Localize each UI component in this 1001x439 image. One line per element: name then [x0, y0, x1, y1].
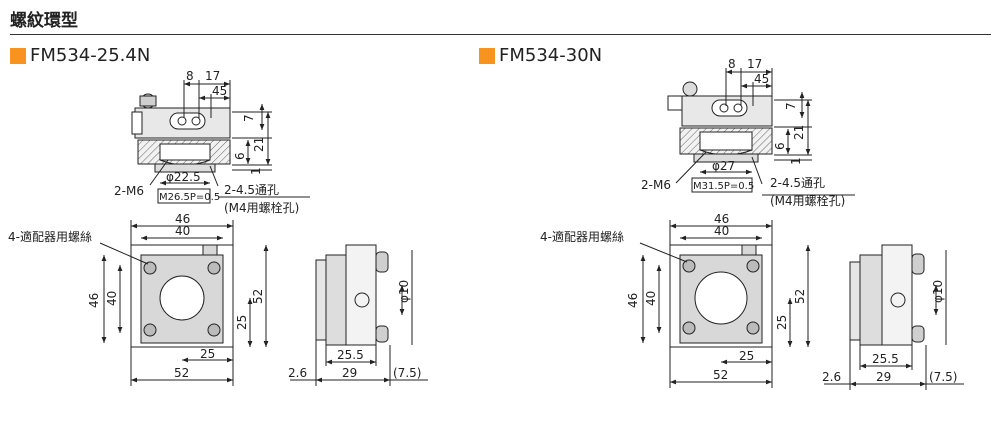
dim-phi: φ27 [712, 159, 735, 173]
dim-side-phi: φ10 [397, 280, 411, 303]
dim-side-25-5: 25.5 [872, 352, 899, 366]
top-section-view [667, 68, 855, 196]
dim-thread: M31.5P=0.5 [693, 181, 754, 192]
dim-45: 45 [754, 72, 769, 86]
model-heading-2: FM534-30N [479, 45, 602, 66]
label-hole-note: (M4用螺栓孔) [770, 193, 845, 208]
dim-front-46: 46 [175, 212, 190, 226]
dim-front-52: 52 [251, 289, 265, 304]
model-heading-1: FM534-25.4N [10, 45, 150, 66]
dim-phi: φ22.5 [166, 170, 201, 184]
dim-17: 17 [205, 69, 220, 83]
dim-7: 7 [784, 102, 798, 110]
model-1-drawing: 8 17 45 7 21 6 1 φ22.5 M26.5P=0.5 2-M6 2… [8, 69, 428, 386]
label-hole: 2-4.5通孔 [770, 176, 825, 190]
front-view [639, 220, 811, 388]
label-m6: 2-M6 [114, 184, 144, 198]
dim-front-25: 25 [235, 315, 249, 330]
section-title: 螺紋環型 [10, 11, 78, 31]
dim-45: 45 [212, 84, 227, 98]
dim-17: 17 [747, 57, 762, 71]
dim-left-40: 40 [105, 291, 119, 306]
model-name-1: FM534-25.4N [30, 45, 151, 66]
dim-6: 6 [233, 152, 247, 160]
dim-side-7-5: (7.5) [393, 366, 421, 380]
dim-8: 8 [186, 69, 194, 83]
dim-side-2-6: 2.6 [288, 366, 307, 380]
dim-side-29: 29 [876, 370, 891, 384]
dim-left-40: 40 [644, 291, 658, 306]
model-2-drawing: 8 17 45 7 21 6 1 φ27 M31.5P=0.5 2-M6 2-4… [540, 57, 964, 390]
dim-8: 8 [728, 57, 736, 71]
dim-front-25: 25 [775, 315, 789, 330]
orange-square-icon [479, 47, 495, 64]
dim-side-29: 29 [342, 366, 357, 380]
dim-thread: M26.5P=0.5 [159, 192, 220, 203]
dim-front-52: 52 [793, 289, 807, 304]
orange-square-icon [10, 47, 26, 64]
front-view [99, 220, 269, 386]
side-view [290, 244, 428, 386]
dim-left-46: 46 [626, 293, 640, 308]
top-section-view [131, 80, 310, 204]
title-divider [10, 34, 991, 35]
dim-bottom-25: 25 [200, 347, 215, 361]
label-screws: 4-適配器用螺絲 [8, 229, 92, 244]
label-m6: 2-M6 [641, 178, 671, 192]
dim-1: 1 [249, 167, 263, 175]
side-view [824, 244, 964, 390]
label-hole: 2-4.5通孔 [224, 183, 279, 197]
dim-bottom-52: 52 [713, 368, 728, 382]
dim-side-7-5: (7.5) [929, 370, 957, 384]
dim-front-46: 46 [714, 212, 729, 226]
label-hole-note: (M4用螺栓孔) [224, 200, 299, 215]
dim-7: 7 [242, 114, 256, 122]
model-name-2: FM534-30N [499, 45, 603, 66]
dim-front-40: 40 [714, 224, 729, 238]
dim-6: 6 [773, 142, 787, 150]
dim-front-40: 40 [175, 224, 190, 238]
dim-side-phi: φ10 [931, 280, 945, 303]
label-screws: 4-適配器用螺絲 [540, 229, 624, 244]
dim-side-2-6: 2.6 [822, 370, 841, 384]
dim-21: 21 [252, 137, 266, 152]
dim-1: 1 [789, 157, 803, 165]
dim-bottom-25: 25 [739, 349, 754, 363]
dim-side-25-5: 25.5 [337, 348, 364, 362]
dim-left-46: 46 [87, 293, 101, 308]
dim-21: 21 [792, 125, 806, 140]
dim-bottom-52: 52 [174, 366, 189, 380]
